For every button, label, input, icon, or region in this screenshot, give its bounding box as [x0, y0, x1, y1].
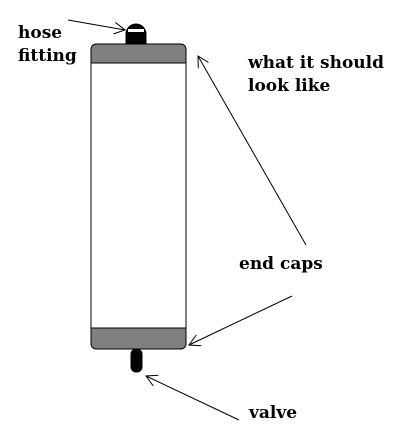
end-caps-label: end caps: [239, 254, 323, 274]
what-it-should-look-like-label: what it should look like: [248, 52, 384, 98]
hose-fitting-label: hose fitting: [18, 22, 77, 68]
arrow-top-cap: [198, 56, 307, 246]
arrow-valve: [146, 376, 240, 421]
arrow-hose-fitting: [67, 19, 125, 30]
arrow-bottom-cap: [189, 295, 293, 345]
hose-fitting-label-line1: hose: [18, 23, 63, 43]
valve-label: valve: [249, 403, 298, 423]
bottom-end-cap: [90, 327, 187, 350]
cylinder-body: [90, 43, 187, 350]
hose-fitting: [125, 23, 147, 45]
hose-fitting-label-line2: fitting: [18, 46, 77, 66]
top-end-cap: [90, 43, 187, 64]
what-label-line1: what it should: [248, 53, 384, 73]
what-label-line2: look like: [248, 76, 331, 96]
valve-body: [130, 348, 143, 373]
